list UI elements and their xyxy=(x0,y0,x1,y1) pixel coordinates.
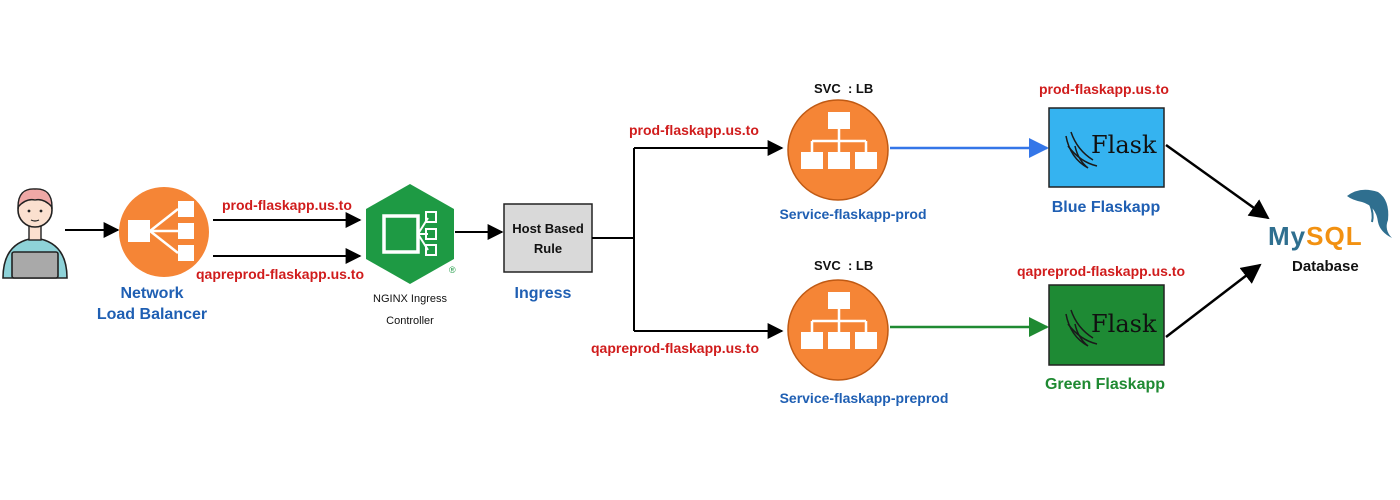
mysql-logo-my: My xyxy=(1268,221,1307,251)
nlb-label: Network Load Balancer xyxy=(92,283,212,325)
load-balancer-icon xyxy=(119,187,209,277)
host-based-rule-text: Host Based Rule xyxy=(504,219,592,259)
host-based-rule-box xyxy=(503,203,593,273)
nlb-label-line1: Network xyxy=(120,285,184,302)
service-preprod-type-label: SVC : LB xyxy=(814,258,874,273)
nginx-label-line2: Controller xyxy=(386,315,434,327)
nlb-label-line2: Load Balancer xyxy=(96,306,208,323)
nginx-label: NGINX Ingress Controller xyxy=(350,288,470,332)
mysql-dolphin-icon xyxy=(1347,189,1392,238)
route-label-preprod-service: qapreprod-flaskapp.us.to xyxy=(591,340,760,356)
nginx-label-line1: NGINX Ingress xyxy=(373,293,447,305)
service-lb-icon xyxy=(787,279,889,381)
flask-logo-icon xyxy=(1065,131,1098,169)
ingress-split-connector xyxy=(592,148,635,331)
nginx-reg-mark: ® xyxy=(449,265,456,275)
arrow-green-flask-to-db xyxy=(1165,263,1262,338)
mysql-logo-sql: SQL xyxy=(1306,221,1363,251)
green-flask-logo-text: Flask xyxy=(1091,310,1157,338)
arrow-blue-flask-to-db xyxy=(1165,143,1270,220)
mysql-logo-text: MySQL xyxy=(1268,221,1363,252)
route-label-preprod-nginx: qapreprod-flaskapp.us.to xyxy=(196,266,365,282)
nginx-ingress-icon xyxy=(366,184,454,284)
user-with-laptop-icon xyxy=(2,188,68,279)
blue-flask-box xyxy=(1048,107,1165,188)
service-preprod-name: Service-flaskapp-preprod xyxy=(779,390,949,406)
route-label-prod-service: prod-flaskapp.us.to xyxy=(629,122,759,138)
host-based-rule-line1: Host Based xyxy=(512,221,584,236)
service-lb-icon xyxy=(787,99,889,201)
blue-flask-label: Blue Flaskapp xyxy=(1051,199,1161,216)
green-flask-host: qapreprod-flaskapp.us.to xyxy=(1017,263,1186,279)
ingress-label: Ingress xyxy=(514,285,572,302)
blue-flask-host: prod-flaskapp.us.to xyxy=(1039,81,1169,97)
service-prod-type-label: SVC : LB xyxy=(814,81,874,96)
green-flask-label: Green Flaskapp xyxy=(1044,376,1166,393)
flask-logo-icon xyxy=(1065,309,1098,347)
route-label-prod-nginx: prod-flaskapp.us.to xyxy=(222,197,352,213)
blue-flask-logo-text: Flask xyxy=(1091,131,1157,159)
database-label: Database xyxy=(1292,258,1359,275)
service-prod-name: Service-flaskapp-prod xyxy=(779,206,927,222)
host-based-rule-line2: Rule xyxy=(533,241,563,256)
